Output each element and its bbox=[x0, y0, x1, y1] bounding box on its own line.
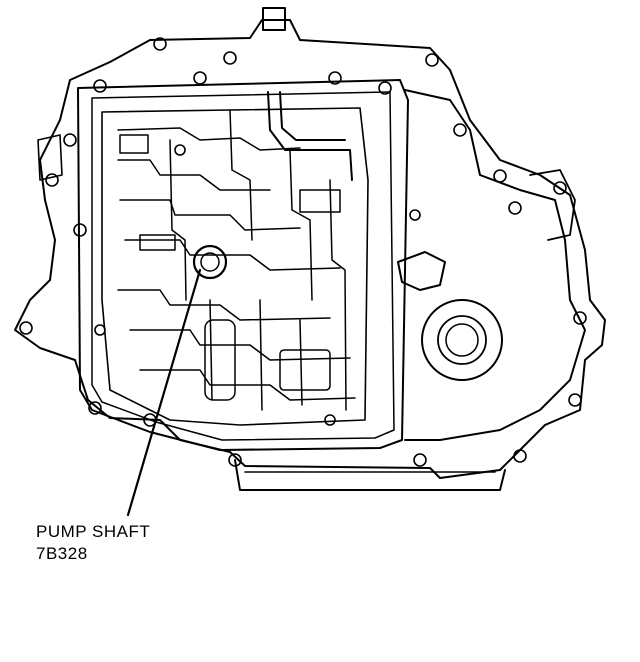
wiring-harness bbox=[267, 91, 353, 181]
valve-body-passages bbox=[117, 109, 356, 411]
pump-shaft-bore bbox=[192, 244, 228, 280]
valve-body-cover-frame bbox=[77, 79, 409, 451]
callout-name: PUMP SHAFT bbox=[36, 522, 151, 541]
axle-seal bbox=[421, 299, 503, 381]
transaxle-case-outline bbox=[14, 19, 606, 479]
callout-leader-line bbox=[126, 268, 202, 517]
callout-part-number: 7B328 bbox=[36, 544, 88, 563]
bell-housing bbox=[404, 89, 586, 441]
pan-flange bbox=[234, 459, 506, 491]
perimeter-bolts bbox=[19, 37, 587, 467]
mount-bracket bbox=[397, 251, 446, 291]
